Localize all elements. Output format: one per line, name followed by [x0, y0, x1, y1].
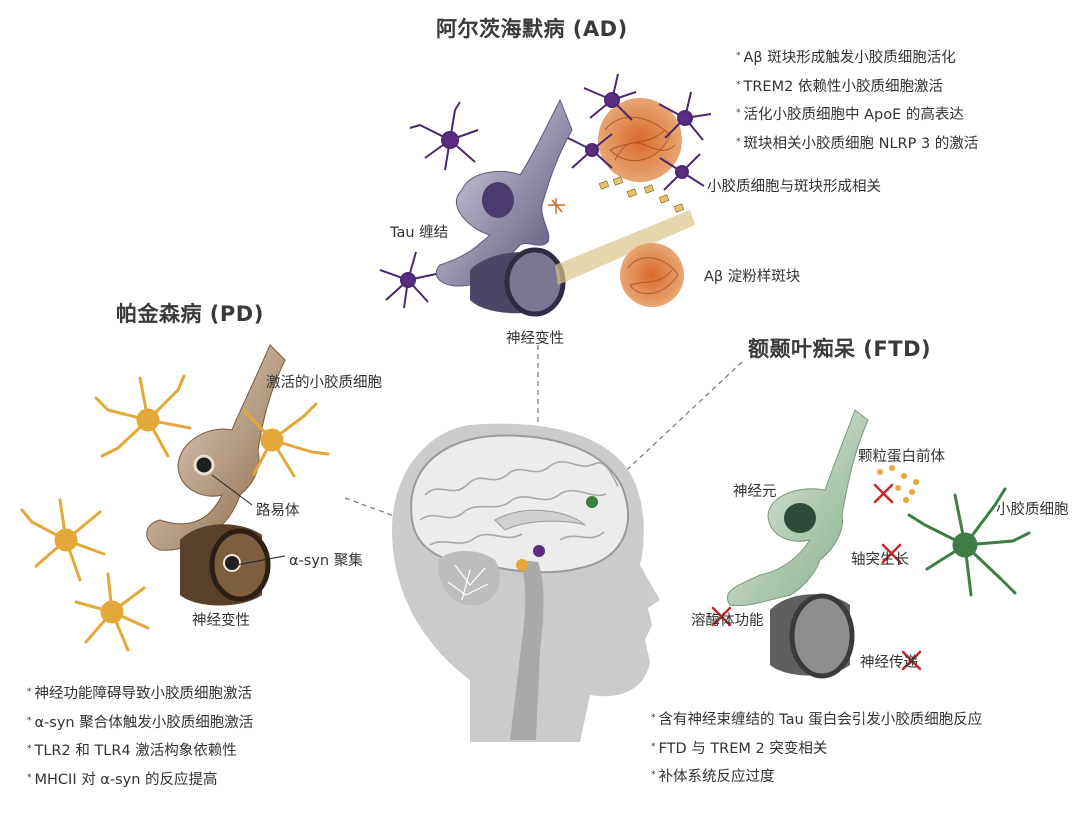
ftd-bullet: FTD 与 TREM 2 突变相关: [651, 735, 982, 764]
ftd-bullet-list: 含有神经束缠结的 Tau 蛋白会引发小胶质细胞反应 FTD 与 TREM 2 突…: [651, 706, 983, 792]
ad-marker: [533, 545, 545, 557]
ad-nucleus: [482, 182, 514, 218]
ftd-bullet: 补体系统反应过度: [651, 763, 982, 792]
pd-bullet: 神经功能障碍导致小胶质细胞激活: [27, 680, 253, 709]
ftd-label-lysosome: 溶酶体功能: [691, 613, 764, 629]
pd-marker: [516, 559, 528, 571]
ad-bullet: TREM2 依赖性小胶质细胞激活: [736, 73, 978, 102]
ftd-nucleus: [784, 503, 816, 533]
ad-title: 阿尔茨海默病 (AD): [436, 17, 628, 41]
ftd-label-axon: 轴突生长: [851, 552, 909, 568]
ftd-label-progranulin: 颗粒蛋白前体: [858, 449, 945, 465]
pd-bullet: α-syn 聚合体触发小胶质细胞激活: [27, 709, 254, 738]
ftd-illustration: [711, 409, 1031, 679]
brain-folds: [419, 460, 619, 546]
ad-label-microglia-plaque: 小胶质细胞与斑块形成相关: [707, 179, 881, 195]
progranulin-dots: [877, 465, 919, 503]
ad-label-plaque: Aβ 淀粉样斑块: [704, 269, 801, 285]
ad-bullet: Aβ 斑块形成触发小胶质细胞活化: [736, 44, 978, 73]
pd-microglia: [20, 374, 330, 652]
ad-bullet: 活化小胶质细胞中 ApoE 的高表达: [736, 101, 978, 130]
pd-title: 帕金森病 (PD): [116, 302, 264, 326]
ftd-microglia: [907, 487, 1031, 597]
ad-illustration: [379, 73, 712, 317]
impairment-marks: [711, 483, 922, 671]
ftd-axon-section: [789, 593, 855, 679]
ad-label-tau: Tau 缠结: [390, 225, 449, 241]
ad-bullet: 斑块相关小胶质细胞 NLRP 3 的激活: [736, 130, 979, 159]
ad-bullet-list: Aβ 斑块形成触发小胶质细胞活化 TREM2 依赖性小胶质细胞激活 活化小胶质细…: [736, 44, 979, 159]
ad-axon-section: [504, 247, 566, 317]
ftd-label-transmission: 神经传递: [860, 655, 918, 671]
pd-label-asyn: α-syn 聚集: [289, 553, 363, 569]
pd-bullet: TLR2 和 TLR4 激活构象依赖性: [27, 737, 253, 766]
ftd-label-microglia: 小胶质细胞: [996, 502, 1069, 518]
pd-bullet: MHCII 对 α-syn 的反应提高: [27, 766, 253, 795]
ftd-title: 额颞叶痴呆 (FTD): [748, 337, 932, 361]
ftd-label-neuron: 神经元: [733, 484, 777, 500]
head-silhouette: [392, 423, 660, 742]
pd-lewy-body: [193, 454, 215, 476]
pd-label-activated-microglia: 激活的小胶质细胞: [266, 375, 382, 391]
pd-illustration: [20, 344, 330, 652]
ad-microglia: [379, 73, 712, 309]
pd-bullet-list: 神经功能障碍导致小胶质细胞激活 α-syn 聚合体触发小胶质细胞激活 TLR2 …: [27, 680, 254, 795]
pd-label-neurodegeneration: 神经变性: [192, 613, 250, 629]
pd-label-lewy: 路易体: [256, 503, 300, 519]
ftd-marker: [586, 496, 598, 508]
ad-label-neurodegeneration: 神经变性: [506, 331, 564, 347]
ftd-bullet: 含有神经束缠结的 Tau 蛋白会引发小胶质细胞反应: [651, 706, 983, 735]
ad-plaque-small: [620, 243, 684, 307]
cerebellum-branches: [447, 564, 489, 601]
